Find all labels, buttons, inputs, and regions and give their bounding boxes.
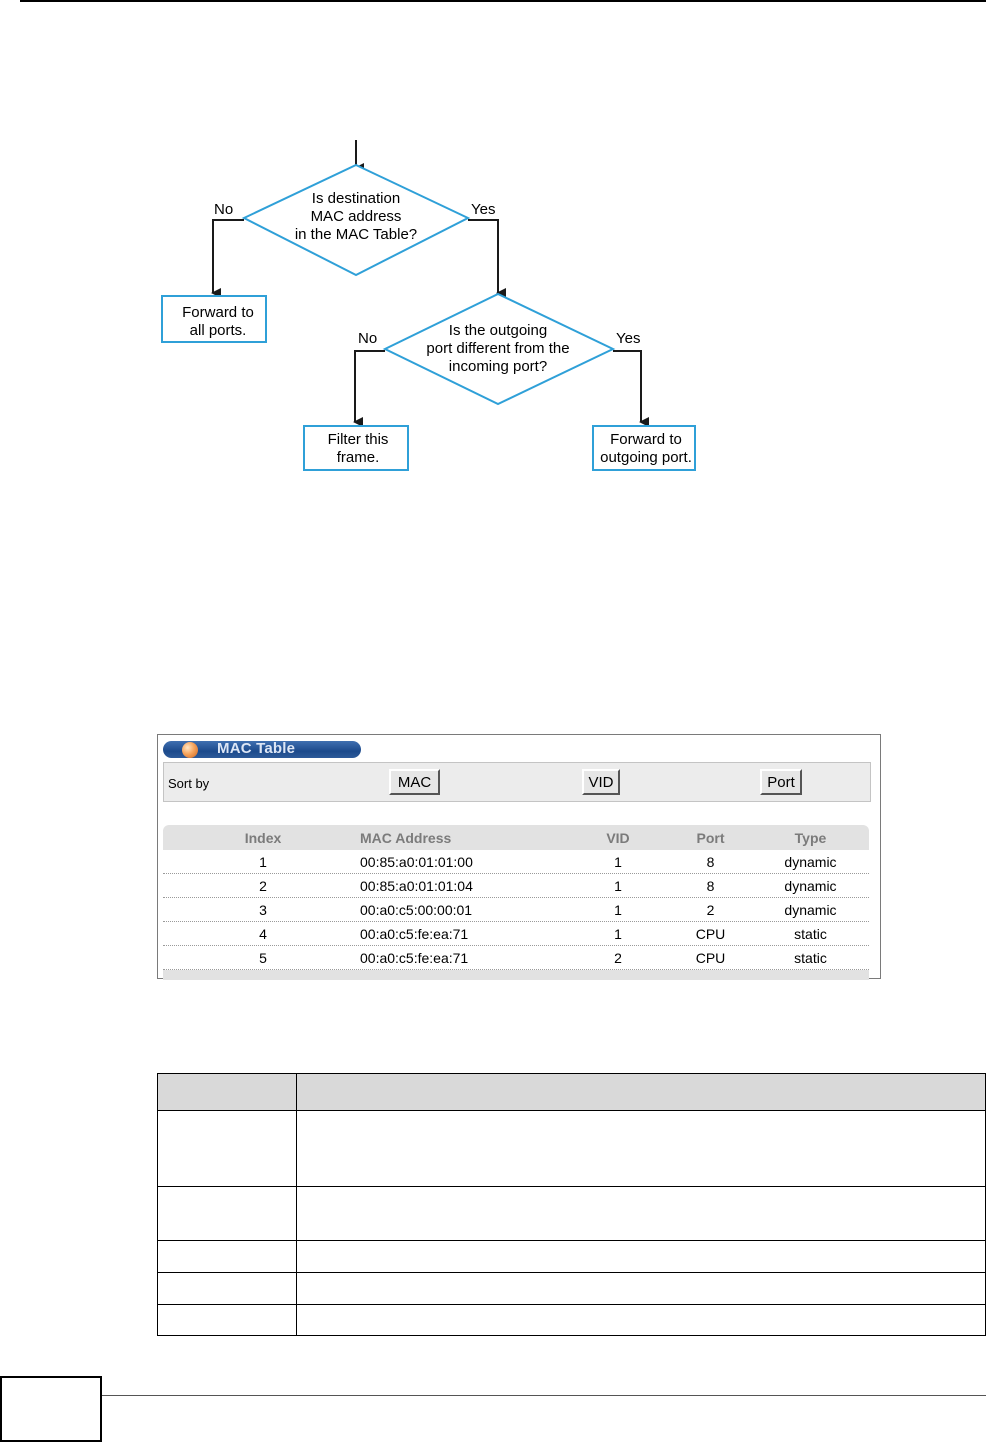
decision-1-line-2: MAC address	[311, 208, 402, 225]
sort-port-button[interactable]: Port	[760, 769, 802, 795]
cell-mac: 00:a0:c5:00:00:01	[360, 902, 473, 918]
table-footer	[163, 970, 869, 980]
col-vid: VID	[606, 830, 630, 846]
cell-port: 8	[706, 878, 715, 894]
mac-table-title-bar: MAC Table	[163, 740, 361, 758]
mac-address-table: Index MAC Address VID Port Type 1 00:85:…	[163, 825, 869, 980]
col-index: Index	[244, 830, 282, 846]
row-label-cell	[157, 1304, 297, 1336]
header-cell-description	[296, 1073, 986, 1111]
decision-2-line-1: Is the outgoing	[449, 322, 547, 339]
row-description-cell	[296, 1272, 986, 1305]
cell-index: 1	[259, 854, 267, 870]
table-row: 3 00:a0:c5:00:00:01 1 2 dynamic	[163, 898, 869, 922]
table-row	[157, 1110, 986, 1187]
cell-port: CPU	[695, 950, 726, 966]
mac-table-screen: MAC Table Sort by MAC VID Port Index MAC…	[157, 734, 881, 980]
yes-branch-1-arrow	[468, 219, 506, 298]
field-description-table	[157, 1073, 986, 1336]
forward-outgoing-line-1: Forward to	[610, 431, 682, 448]
row-description-cell	[296, 1304, 986, 1336]
cell-port: 2	[706, 902, 715, 918]
row-label-cell	[157, 1272, 297, 1305]
row-label-cell	[157, 1240, 297, 1273]
decision-1-line-3: in the MAC Table?	[295, 226, 417, 243]
forward-all-line-1: Forward to	[182, 304, 254, 321]
cell-vid: 1	[614, 854, 622, 870]
description-table-header	[157, 1073, 986, 1111]
row-label-cell	[157, 1186, 297, 1241]
col-type: Type	[794, 830, 827, 846]
cell-mac: 00:a0:c5:fe:ea:71	[360, 950, 469, 966]
cell-index: 3	[259, 902, 267, 918]
cell-type: static	[794, 926, 827, 942]
no-branch-1-arrow	[211, 219, 244, 298]
decision-1-diamond	[241, 163, 471, 277]
row-description-cell	[296, 1240, 986, 1273]
sort-mac-button[interactable]: MAC	[389, 769, 440, 795]
filter-line-2: frame.	[337, 449, 380, 466]
cell-vid: 1	[614, 902, 622, 918]
cell-port: CPU	[695, 926, 726, 942]
mac-forwarding-flowchart: Is destination MAC address in the MAC Ta…	[161, 140, 696, 471]
yes-branch-2-arrow	[613, 350, 649, 427]
table-row: 4 00:a0:c5:fe:ea:71 1 CPU static	[163, 922, 869, 946]
header-cell-label	[157, 1073, 297, 1111]
no-label-1: No	[214, 201, 233, 218]
table-row: 5 00:a0:c5:fe:ea:71 2 CPU static	[163, 946, 869, 970]
orb-icon	[182, 742, 198, 758]
cell-index: 5	[259, 950, 267, 966]
cell-port: 8	[706, 854, 715, 870]
decision-2-diamond	[382, 292, 616, 406]
decision-1-line-1: Is destination	[312, 190, 400, 207]
forward-all-box	[161, 295, 267, 343]
forward-outgoing-line-2: outgoing port.	[600, 449, 692, 466]
cell-index: 2	[259, 878, 267, 894]
filter-frame-box	[303, 425, 409, 471]
cell-type: dynamic	[784, 878, 837, 894]
header-rule	[20, 0, 986, 2]
filter-line-1: Filter this	[328, 431, 389, 448]
cell-type: static	[794, 950, 827, 966]
yes-label-1: Yes	[471, 201, 495, 218]
decision-2-line-3: incoming port?	[449, 358, 547, 375]
sort-by-label: Sort by	[168, 776, 210, 791]
cell-mac: 00:85:a0:01:01:00	[360, 854, 473, 870]
row-description-cell	[296, 1110, 986, 1187]
table-row: 2 00:85:a0:01:01:04 1 8 dynamic	[163, 874, 869, 898]
no-label-2: No	[358, 330, 377, 347]
table-row	[157, 1272, 986, 1305]
table-header: Index MAC Address VID Port Type	[163, 825, 869, 850]
footer-rule	[100, 1395, 986, 1396]
forward-outgoing-box	[592, 425, 696, 471]
table-row	[157, 1240, 986, 1273]
cell-mac: 00:a0:c5:fe:ea:71	[360, 926, 469, 942]
table-row	[157, 1186, 986, 1241]
table-row: 1 00:85:a0:01:01:00 1 8 dynamic	[163, 850, 869, 874]
cell-type: dynamic	[784, 902, 837, 918]
col-mac-address: MAC Address	[360, 830, 452, 846]
cell-vid: 2	[614, 950, 622, 966]
sort-bar: Sort by MAC VID Port	[163, 762, 871, 802]
table-row	[157, 1304, 986, 1336]
cell-type: dynamic	[784, 854, 837, 870]
cell-mac: 00:85:a0:01:01:04	[360, 878, 473, 894]
cell-vid: 1	[614, 926, 622, 942]
no-branch-2-arrow	[353, 350, 385, 427]
col-port: Port	[696, 830, 725, 846]
decision-2-line-2: port different from the	[426, 340, 569, 357]
sort-vid-button[interactable]: VID	[582, 769, 620, 795]
cell-index: 4	[259, 926, 267, 942]
page-number-box	[0, 1376, 102, 1442]
row-description-cell	[296, 1186, 986, 1241]
mac-table-title: MAC Table	[217, 740, 296, 757]
row-label-cell	[157, 1110, 297, 1187]
cell-vid: 1	[614, 878, 622, 894]
forward-all-line-2: all ports.	[190, 322, 247, 339]
yes-label-2: Yes	[616, 330, 640, 347]
